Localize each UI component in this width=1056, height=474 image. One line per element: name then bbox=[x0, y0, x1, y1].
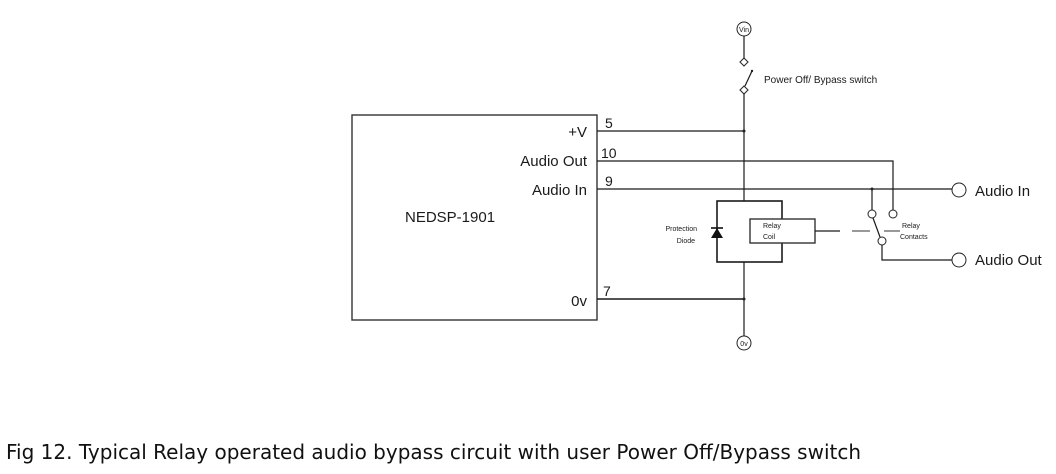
pin-number-9: 9 bbox=[605, 173, 613, 189]
diode-triangle bbox=[711, 228, 723, 238]
nedsp-chip-box bbox=[351, 114, 598, 321]
relay-nc-contact bbox=[867, 209, 877, 219]
protection-label-line1: Protection bbox=[665, 226, 697, 233]
switch-contact-bottom bbox=[739, 85, 749, 95]
pin-label-audio-in: Audio In bbox=[532, 182, 587, 199]
protection-label-line2: Diode bbox=[677, 238, 695, 245]
audio-out-terminal-label: Audio Out bbox=[975, 252, 1043, 269]
relay-common-contact bbox=[877, 236, 887, 246]
switch-arm-tip bbox=[750, 69, 754, 73]
pin-label-plus-v: +V bbox=[568, 124, 587, 141]
relay-coil-label-line1: Relay bbox=[763, 223, 781, 230]
audio-in-terminal bbox=[951, 182, 967, 198]
protection-diode bbox=[711, 227, 723, 238]
wire-audio-out-pin bbox=[597, 160, 894, 210]
audio-in-terminal-label: Audio In bbox=[975, 183, 1030, 200]
power-bypass-switch bbox=[739, 57, 754, 95]
junction-plus-v bbox=[742, 129, 746, 133]
junction-audio-in bbox=[870, 187, 874, 191]
relay-arm bbox=[872, 217, 881, 238]
pin-number-10: 10 bbox=[601, 145, 617, 161]
relay-contacts-label-line2: Contacts bbox=[900, 234, 928, 241]
ground-terminal bbox=[736, 335, 752, 351]
audio-out-terminal bbox=[951, 252, 967, 268]
junction-0v bbox=[742, 297, 746, 301]
chip-name: NEDSP-1901 bbox=[405, 209, 495, 226]
switch-arm bbox=[744, 70, 753, 87]
wire-relay-common bbox=[881, 245, 952, 261]
figure-caption: Fig 12. Typical Relay operated audio byp… bbox=[6, 440, 862, 464]
ground-label: 0v bbox=[740, 341, 748, 348]
vin-label: Vin bbox=[739, 27, 749, 34]
pin-number-7: 7 bbox=[603, 283, 611, 299]
pin-label-0v: 0v bbox=[571, 293, 587, 310]
relay-contacts-label-line1: Relay bbox=[902, 223, 920, 230]
switch-contact-top bbox=[739, 57, 749, 67]
pin-label-audio-out: Audio Out bbox=[520, 153, 588, 170]
power-switch-label: Power Off/ Bypass switch bbox=[764, 75, 877, 86]
relay-contacts bbox=[867, 209, 952, 261]
relay-no-contact bbox=[888, 209, 898, 219]
relay-coil-label-line2: Coil bbox=[763, 234, 776, 241]
pin-number-5: 5 bbox=[605, 115, 613, 131]
relay-coil bbox=[749, 218, 816, 244]
